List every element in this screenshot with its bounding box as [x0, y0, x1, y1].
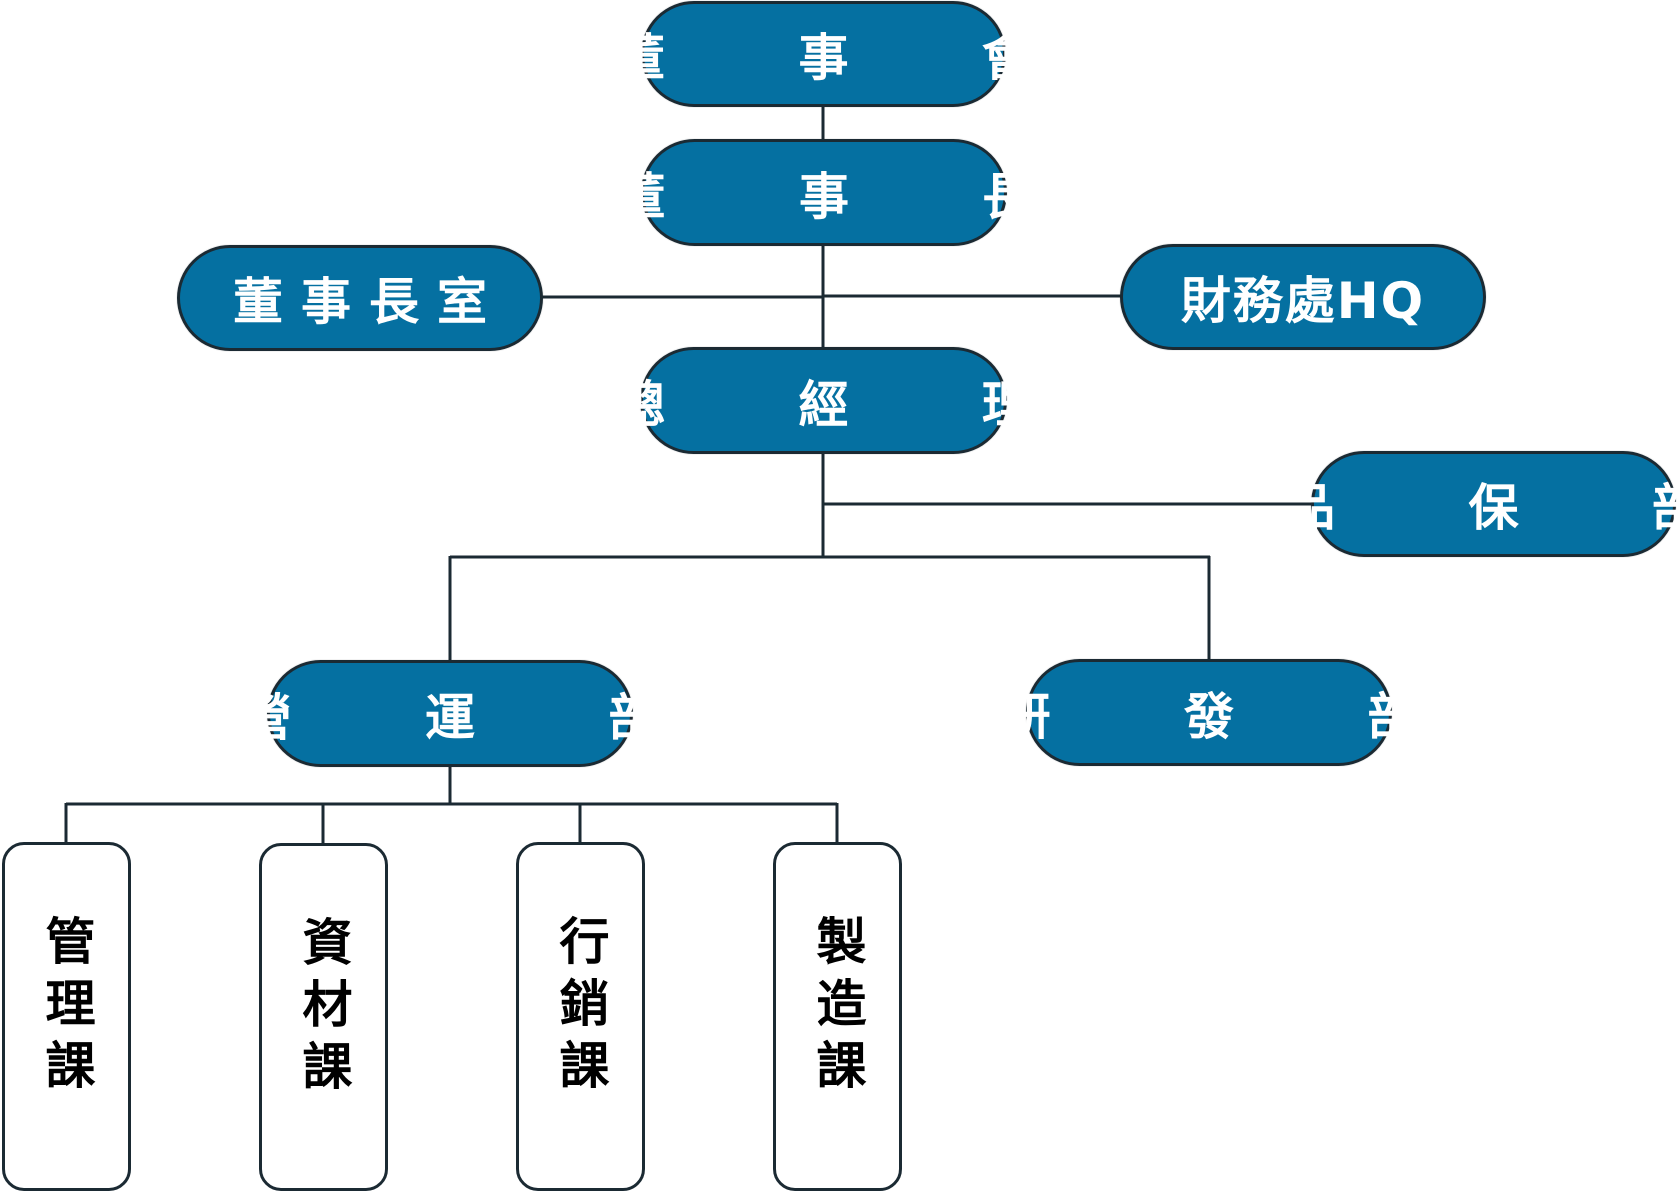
- node-operations-label: 營 運 部: [241, 688, 717, 747]
- section-materials-label: 資材課: [294, 916, 353, 1102]
- node-chairman-label: 董 事 長: [615, 167, 1091, 226]
- node-operations: 營 運 部: [242, 660, 658, 767]
- node-chairman: 董 事 長: [616, 139, 1032, 246]
- section-manufacturing: 製造課: [773, 842, 902, 1191]
- node-chairman-office-label: 董事長室: [233, 273, 505, 331]
- node-board-label: 董 事 會: [615, 29, 1090, 87]
- node-quality-label: 品 保 部: [1285, 479, 1678, 537]
- section-manufacturing-label: 製造課: [808, 915, 867, 1101]
- node-finance: 財務處HQ: [1120, 244, 1486, 350]
- section-marketing: 行銷課: [516, 842, 645, 1191]
- node-general-manager: 總 經 理: [615, 347, 1032, 454]
- section-management-label: 管理課: [37, 915, 96, 1101]
- node-board: 董 事 會: [615, 1, 1032, 107]
- node-rnd: 研 發 部: [1001, 659, 1417, 766]
- section-management: 管理課: [2, 842, 131, 1191]
- node-finance-label: 財務處HQ: [1180, 272, 1426, 330]
- section-materials: 資材課: [259, 843, 388, 1191]
- node-general-manager-label: 總 經 理: [615, 375, 1090, 434]
- node-chairman-office: 董事長室: [177, 245, 543, 351]
- node-rnd-label: 研 發 部: [1000, 687, 1476, 746]
- section-marketing-label: 行銷課: [551, 915, 610, 1101]
- node-quality: 品 保 部: [1285, 451, 1678, 557]
